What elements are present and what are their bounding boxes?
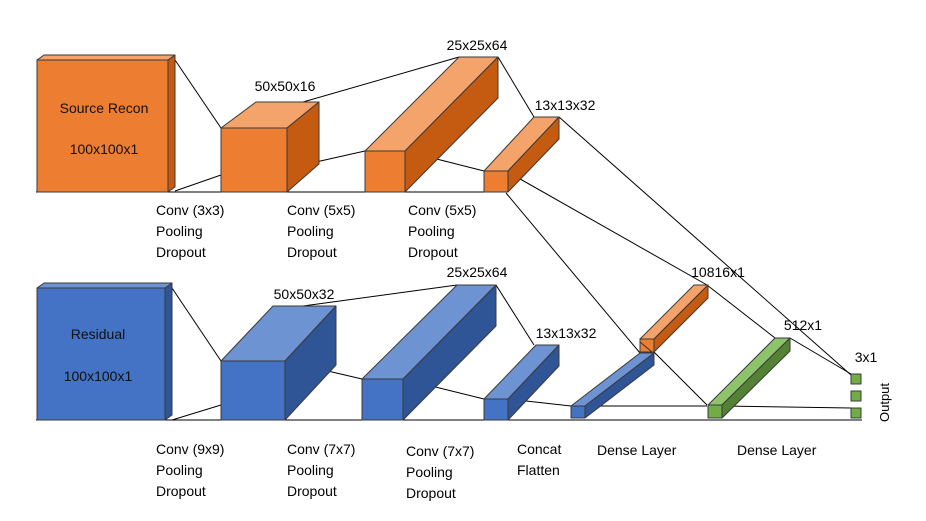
source-block-1-dims: 50x50x16 (255, 78, 316, 94)
svg-text:Dropout: Dropout (287, 244, 337, 260)
source-input-block (36, 54, 176, 193)
source-block-2-dims: 25x25x64 (447, 37, 508, 53)
svg-text:Dropout: Dropout (287, 483, 337, 499)
output-nodes (850, 373, 862, 419)
svg-text:Conv (5x5): Conv (5x5) (408, 202, 476, 218)
svg-text:Pooling: Pooling (287, 223, 334, 239)
svg-text:Dropout: Dropout (156, 483, 206, 499)
residual-block-1-dims: 50x50x32 (274, 286, 335, 302)
dense-512-dims: 512x1 (784, 317, 822, 333)
svg-text:Conv (7x7): Conv (7x7) (406, 443, 474, 459)
svg-text:Pooling: Pooling (156, 462, 203, 478)
output-dims: 3x1 (855, 349, 878, 365)
svg-text:Dropout: Dropout (408, 244, 458, 260)
flatten-vector (570, 284, 709, 419)
source-op-2-label: Conv (5x5) Pooling Dropout (287, 202, 355, 260)
source-block-2 (364, 56, 499, 193)
residual-input-block (36, 282, 173, 421)
residual-block-3 (483, 344, 560, 421)
svg-text:Flatten: Flatten (517, 462, 560, 478)
svg-text:Pooling: Pooling (408, 223, 455, 239)
residual-op-1-label: Conv (9x9) Pooling Dropout (156, 441, 224, 499)
source-block-1 (220, 101, 320, 193)
source-block-3-dims: 13x13x32 (535, 97, 596, 113)
residual-input-name: Residual (71, 326, 125, 342)
source-op-3-label: Conv (5x5) Pooling Dropout (408, 202, 476, 260)
dense-layer-1-label: Dense Layer (597, 442, 677, 458)
svg-text:Conv (3x3): Conv (3x3) (156, 202, 224, 218)
source-op-1-label: Conv (3x3) Pooling Dropout (156, 202, 224, 260)
output-label: Output (877, 383, 892, 422)
svg-text:Concat: Concat (517, 441, 561, 457)
source-input-dims: 100x100x1 (70, 141, 139, 157)
svg-text:Pooling: Pooling (406, 464, 453, 480)
svg-text:Pooling: Pooling (287, 462, 334, 478)
svg-text:Conv (5x5): Conv (5x5) (287, 202, 355, 218)
residual-op-2-label: Conv (7x7) Pooling Dropout (287, 441, 355, 499)
svg-text:Dropout: Dropout (156, 244, 206, 260)
source-block-3 (483, 116, 560, 193)
residual-block-2 (361, 284, 497, 421)
svg-text:Conv (9x9): Conv (9x9) (156, 441, 224, 457)
svg-text:Conv (7x7): Conv (7x7) (287, 441, 355, 457)
svg-text:Dropout: Dropout (406, 485, 456, 501)
source-input-name: Source Recon (60, 100, 149, 116)
residual-block-2-dims: 25x25x64 (447, 264, 508, 280)
residual-block-1 (220, 305, 337, 421)
residual-op-4-label: Concat Flatten (517, 441, 561, 478)
residual-op-3-label: Conv (7x7) Pooling Dropout (406, 443, 474, 501)
svg-text:Pooling: Pooling (156, 223, 203, 239)
residual-input-dims: 100x100x1 (64, 368, 133, 384)
residual-block-3-dims: 13x13x32 (536, 325, 597, 341)
dense-512-vector (707, 337, 791, 419)
dense-layer-2-label: Dense Layer (737, 442, 817, 458)
flatten-dims: 10816x1 (691, 264, 745, 280)
